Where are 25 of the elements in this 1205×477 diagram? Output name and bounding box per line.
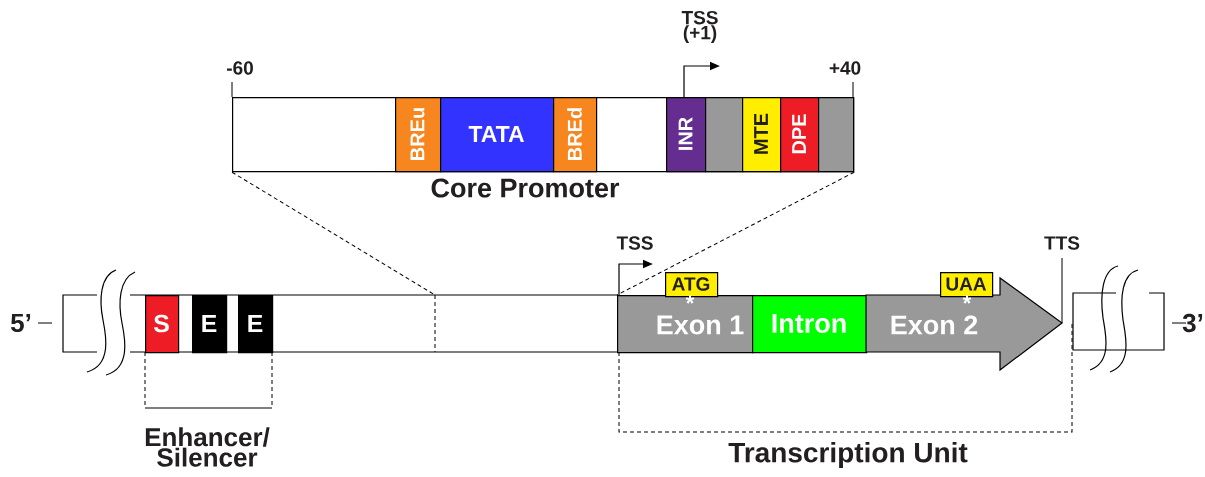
element-box: E — [238, 295, 274, 354]
tts-label: TTS — [1044, 236, 1080, 250]
region-label: Transcription Unit — [728, 441, 968, 469]
end-label: 5’ — [10, 313, 31, 333]
element-box: S — [145, 295, 180, 354]
element-box: BREu — [395, 97, 442, 173]
element-box: MTE — [742, 97, 782, 173]
element-box: INR — [666, 97, 707, 173]
tss-label: TSS (+1) — [681, 10, 718, 44]
element-box: DPE — [780, 97, 820, 173]
asterisk: * — [685, 295, 695, 304]
end-label: 3’ — [1182, 313, 1203, 333]
intron-segment: Intron — [752, 295, 868, 354]
segment-box — [818, 97, 855, 173]
segment-box — [705, 97, 744, 173]
element-box: TATA — [440, 97, 555, 173]
element-box: BREd — [553, 97, 598, 173]
region-label: Enhancer/ Silencer — [145, 427, 270, 467]
asterisk: * — [962, 295, 972, 304]
node-label: Core Promoter — [431, 178, 620, 198]
tss-label: TSS — [616, 236, 653, 250]
position-label: -60 — [227, 61, 253, 75]
element-box: E — [192, 295, 228, 354]
zoom-line — [616, 171, 855, 296]
position-label: +40 — [829, 61, 861, 75]
